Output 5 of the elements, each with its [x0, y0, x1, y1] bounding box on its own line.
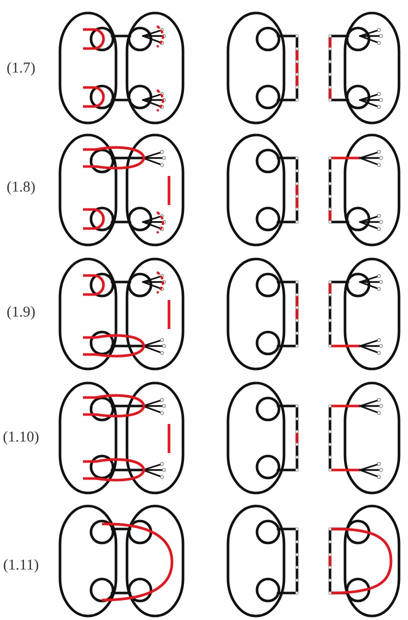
equation-number: (1.9)	[6, 304, 36, 322]
equation-number: (1.10)	[2, 430, 40, 446]
equation-number: (1.11)	[3, 558, 39, 574]
equation-number: (1.7)	[6, 60, 36, 78]
equation-number: (1.8)	[6, 180, 36, 196]
